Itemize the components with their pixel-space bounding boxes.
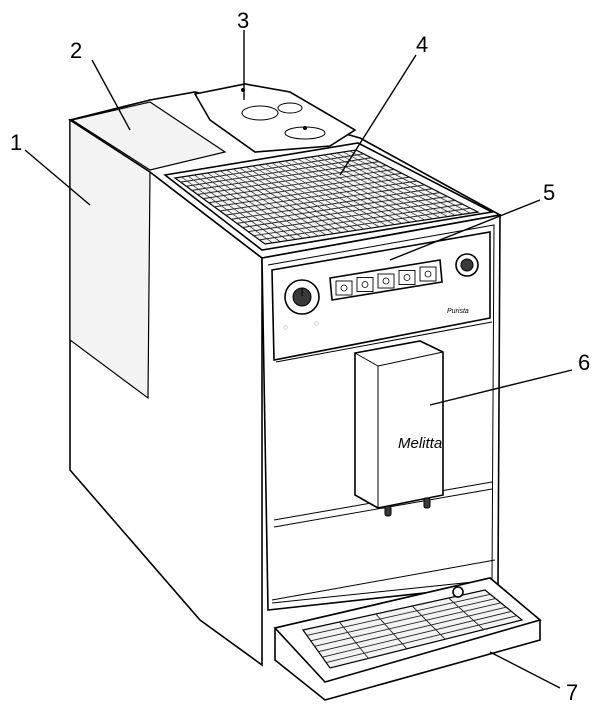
grid-line [278,161,387,227]
grid-line [194,174,289,241]
leader-line-1 [24,149,91,206]
callout-1: 1 [10,130,22,155]
tray-grid-line [322,610,512,658]
cup-icon [361,281,369,288]
knob-left-symbol: ◌ [283,323,288,332]
tray-grid-line [314,602,501,647]
callout-6: 6 [578,350,590,375]
callout-3: 3 [237,8,249,33]
grid-line [291,159,403,224]
drip-tray [273,577,542,701]
brand-logo: Melitta [398,435,442,452]
grid-line [336,152,456,216]
grid-line [232,168,334,235]
callout-labels: 1 2 3 4 5 6 7 [10,8,590,705]
callout-lines [24,30,573,689]
tray-grid-line [411,605,446,640]
tray-grid-line [318,606,507,653]
tray-grid-line [306,593,491,636]
grid-line [297,158,410,223]
grid-line [349,150,471,214]
cup-button[interactable] [356,277,374,292]
grid-line [329,153,448,217]
coffee-outlet: Melitta [354,340,444,517]
grid-line [239,167,342,233]
leader-line-5 [389,199,541,261]
bean-container [193,83,357,153]
two-cup-button[interactable] [398,270,416,285]
grid-line [258,164,365,230]
grid-line [304,157,418,222]
tray-grid-line [326,615,517,664]
machine-left-side [69,118,263,667]
machine-front: ◌ ◌ Purista Melitta [261,214,501,611]
grid-line [317,155,433,220]
steam-icon [424,270,432,278]
water-tank-lid [70,101,227,171]
cup-warming-grid [163,142,495,251]
aroma-button[interactable] [335,280,353,296]
steam-button[interactable] [419,266,437,282]
leader-line-2 [91,59,131,131]
grid-line [200,173,296,240]
tray-grid-line [375,613,408,650]
leader-line-6 [429,369,573,406]
tray-grid-line [310,598,496,642]
tray-grid-line [448,597,484,630]
nozzle-right [423,497,431,509]
drip-tray-float [452,586,464,598]
callout-4: 4 [416,32,428,57]
model-badge: Purista [447,308,469,315]
nozzle-left [384,505,392,517]
grid-line [323,154,441,219]
grid-line [207,172,304,239]
one-cup-icon [382,277,390,285]
callout-7: 7 [566,680,578,705]
grid-line [181,176,273,244]
aroma-icon [340,284,348,292]
grid-line [265,163,372,229]
grid-line [226,169,327,236]
grid-line [310,156,425,221]
grid-line [252,165,357,231]
grid-line [220,170,319,237]
tray-grid-line [339,621,369,659]
grid-line [213,171,311,238]
one-cup-button[interactable] [377,273,395,289]
grid-line [245,166,349,232]
knob-right-symbol: ◌ [314,319,319,328]
grid-line [271,162,380,228]
leader-line-4 [339,54,417,176]
grid-line [187,175,281,242]
grid-line [342,151,463,215]
callout-2: 2 [70,38,82,63]
two-cup-icon [403,274,411,281]
leader-line-7 [489,651,561,689]
callout-5: 5 [543,180,555,205]
grid-line [284,160,395,225]
